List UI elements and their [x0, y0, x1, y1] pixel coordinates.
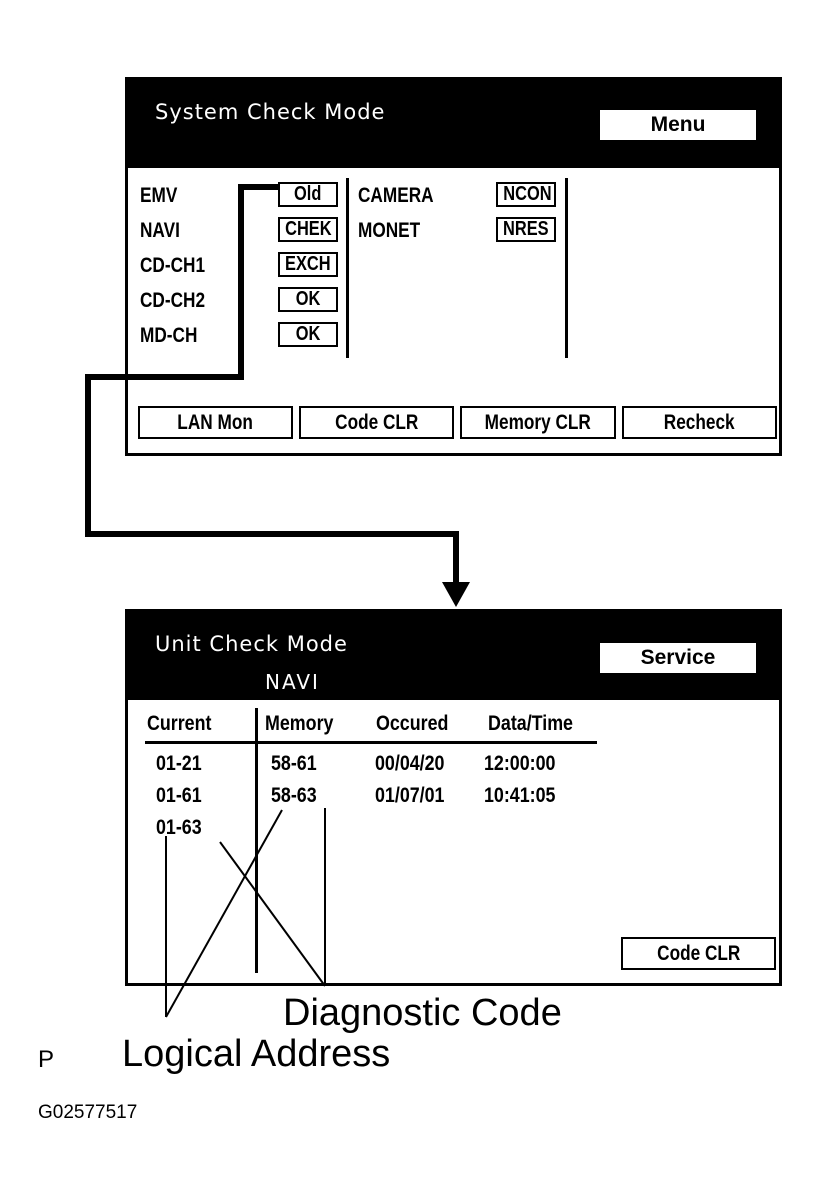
- arrow-head: [442, 582, 470, 607]
- service-button[interactable]: Service: [600, 643, 756, 673]
- recheck-button[interactable]: Recheck: [622, 406, 777, 439]
- status-navi[interactable]: CHEK: [278, 217, 338, 242]
- memory-occured: 01/07/01: [375, 784, 445, 807]
- figure-id: G02577517: [38, 1102, 138, 1123]
- unit-check-title: Unit Check Mode: [155, 632, 348, 656]
- memory-time: 10:41:05: [484, 784, 556, 807]
- lan-mon-button[interactable]: LAN Mon: [138, 406, 293, 439]
- unit-label-monet: MONET: [358, 219, 421, 242]
- unit-label-emv: EMV: [140, 184, 178, 207]
- memory-occured: 00/04/20: [375, 752, 445, 775]
- header-underline: [145, 741, 597, 744]
- memory-code: 58-61: [271, 752, 317, 775]
- current-code: 01-61: [156, 784, 202, 807]
- header-current: Current: [147, 712, 212, 735]
- unit-label-camera: CAMERA: [358, 184, 434, 207]
- current-code: 01-63: [156, 816, 202, 839]
- header-data-time: Data/Time: [488, 712, 573, 735]
- table-divider: [255, 708, 258, 973]
- system-check-title: System Check Mode: [155, 100, 386, 124]
- system-check-header: System Check Mode Menu: [128, 80, 779, 168]
- status-md-ch[interactable]: OK: [278, 322, 338, 347]
- status-emv[interactable]: Old: [278, 182, 338, 207]
- status-cd-ch1[interactable]: EXCH: [278, 252, 338, 277]
- memory-time: 12:00:00: [484, 752, 556, 775]
- current-code: 01-21: [156, 752, 202, 775]
- system-check-panel: System Check Mode Menu EMV NAVI CD-CH1 C…: [125, 77, 782, 456]
- unit-code-clr-button[interactable]: Code CLR: [621, 937, 776, 970]
- column-divider: [346, 178, 349, 358]
- memory-clr-button[interactable]: Memory CLR: [460, 406, 616, 439]
- memory-code: 58-63: [271, 784, 317, 807]
- unit-label-cd-ch1: CD-CH1: [140, 254, 206, 277]
- unit-label-cd-ch2: CD-CH2: [140, 289, 206, 312]
- unit-check-header: Unit Check Mode NAVI Service: [128, 612, 779, 700]
- header-occured: Occured: [376, 712, 449, 735]
- status-camera[interactable]: NCON: [496, 182, 556, 207]
- header-memory: Memory: [265, 712, 334, 735]
- unit-label-md-ch: MD-CH: [140, 324, 198, 347]
- logical-address-callout: Logical Address: [122, 1033, 391, 1075]
- menu-button[interactable]: Menu: [600, 110, 756, 140]
- code-clr-button[interactable]: Code CLR: [299, 406, 454, 439]
- column-divider: [565, 178, 568, 358]
- diagnostic-code-callout: Diagnostic Code: [283, 992, 562, 1034]
- unit-check-panel: Unit Check Mode NAVI Service Current Mem…: [125, 609, 782, 986]
- unit-label-navi: NAVI: [140, 219, 180, 242]
- unit-name: NAVI: [265, 670, 320, 694]
- marker-p: P: [38, 1046, 55, 1073]
- status-monet[interactable]: NRES: [496, 217, 556, 242]
- status-cd-ch2[interactable]: OK: [278, 287, 338, 312]
